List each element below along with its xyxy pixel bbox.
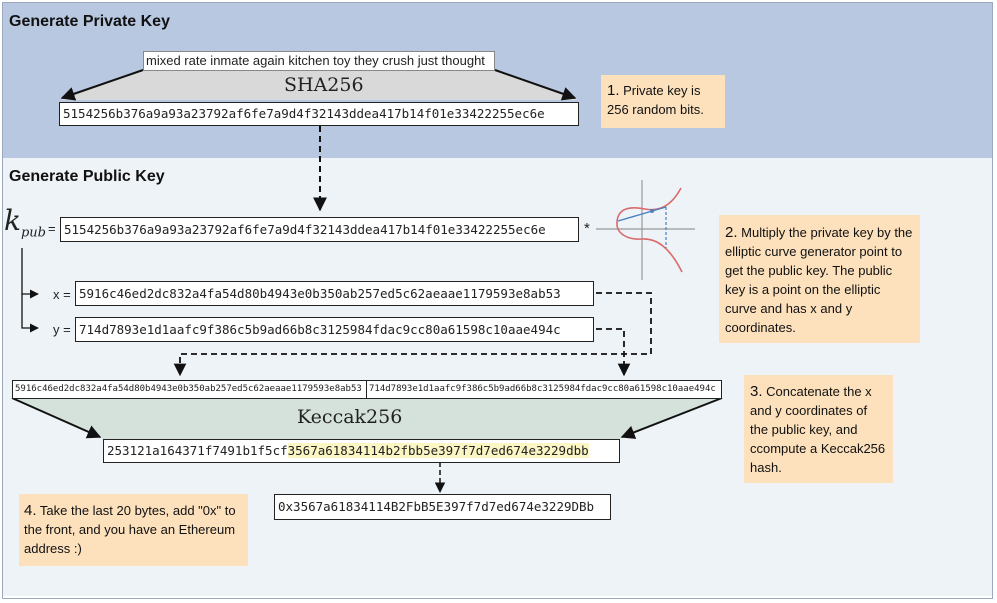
note-private-key: 1. Private key is 256 random bits.	[601, 75, 725, 128]
keccak256-label: Keccak256	[297, 406, 403, 428]
keccak-funnel	[12, 398, 722, 439]
note-1-text: Private key is 256 random bits.	[607, 83, 704, 117]
y-label: y =	[53, 322, 71, 337]
x-label: x =	[53, 287, 71, 302]
kpub-subscript: pub	[20, 225, 46, 241]
x-coordinate-box: 5916c46ed2dc832a4fa54d80b4943e0b350ab257…	[75, 281, 594, 306]
kpub-symbol: kpub	[4, 204, 46, 241]
passphrase-box: mixed rate inmate again kitchen toy they…	[143, 51, 495, 71]
note-3-text: Concatenate the x and y coordinates of t…	[750, 384, 886, 475]
multiply-sign: *	[584, 220, 590, 237]
note-1-number: 1.	[607, 82, 620, 99]
sha256-funnel	[60, 70, 578, 100]
note-3-number: 3.	[750, 383, 763, 400]
note-public-key: 2. Multiply the private key by the ellip…	[719, 215, 920, 343]
kpub-private-key-box: 5154256b376a9a93a23792af6fe7a9d4f32143dd…	[60, 217, 579, 242]
hash-prefix: 253121a164371f7491b1f5cf	[107, 443, 288, 458]
note-address: 4. Take the last 20 bytes, add "0x" to t…	[19, 494, 248, 566]
private-section-title: Generate Private Key	[9, 13, 170, 30]
public-section-title: Generate Public Key	[9, 168, 165, 185]
kpub-equals: =	[48, 221, 56, 236]
note-2-number: 2.	[725, 224, 738, 241]
concat-x-box: 5916c46ed2dc832a4fa54d80b4943e0b350ab257…	[12, 380, 367, 399]
note-4-number: 4.	[24, 502, 37, 519]
note-4-text: Take the last 20 bytes, add "0x" to the …	[24, 503, 236, 556]
ethereum-address-box: 0x3567a61834114B2FbB5E397f7d7ed674e3229D…	[274, 494, 611, 520]
note-keccak: 3. Concatenate the x and y coordinates o…	[744, 375, 893, 483]
private-key-box: 5154256b376a9a93a23792af6fe7a9d4f32143dd…	[59, 102, 579, 126]
sha256-label: SHA256	[284, 74, 364, 96]
elliptic-curve-icon	[596, 180, 695, 280]
keccak-hash-box: 253121a164371f7491b1f5cf3567a61834114b2f…	[103, 439, 620, 463]
y-coordinate-box: 714d7893e1d1aafc9f386c5b9ad66b8c3125984f…	[75, 317, 594, 342]
hash-last-20-bytes: 3567a61834114b2fbb5e397f7d7ed674e3229dbb	[287, 443, 589, 458]
concat-y-box: 714d7893e1d1aafc9f386c5b9ad66b8c3125984f…	[366, 380, 722, 399]
kpub-k: k	[4, 204, 21, 237]
note-2-text: Multiply the private key by the elliptic…	[725, 225, 913, 335]
